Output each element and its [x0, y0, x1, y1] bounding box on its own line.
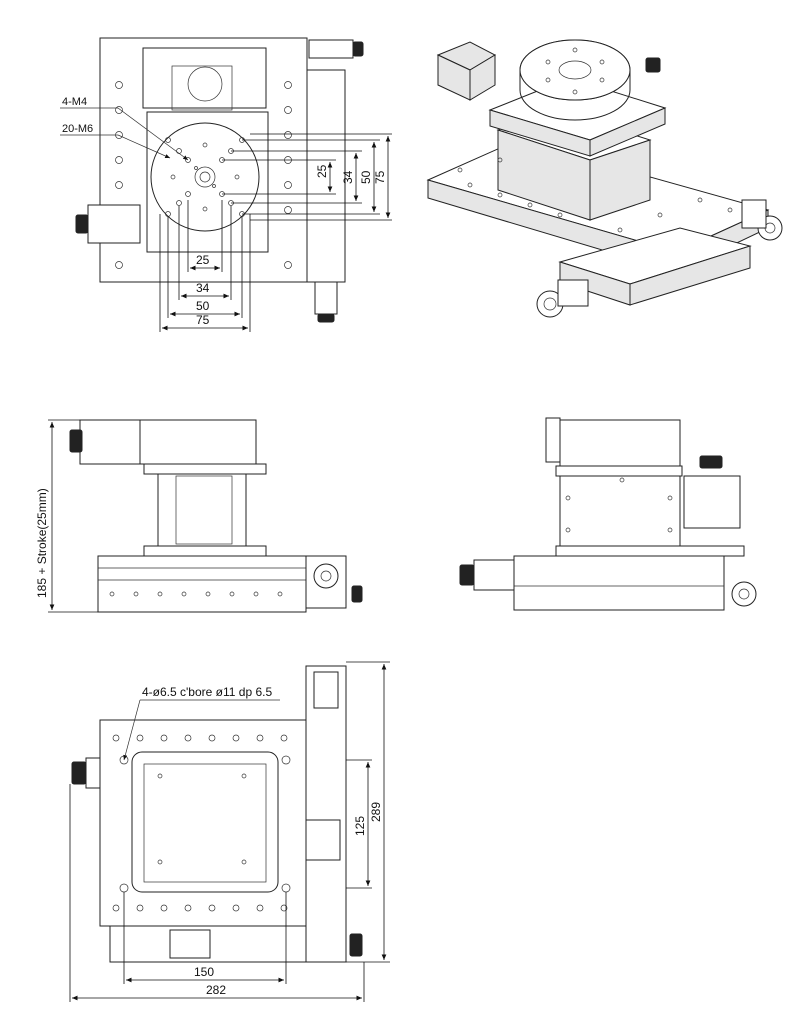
dim-150: 150: [194, 965, 214, 979]
dim-h-25: 25: [196, 253, 210, 267]
dim-125: 125: [353, 816, 367, 836]
dim-v-75: 75: [373, 170, 387, 184]
side-view-motor: [683, 475, 741, 529]
dim-v-34: 34: [341, 170, 355, 184]
dim-v-25: 25: [315, 164, 329, 178]
front-view-holes: [109, 591, 283, 597]
callout-4-m4: 4-M4: [62, 96, 87, 108]
dim-h-75: 75: [196, 313, 210, 327]
callout-20-m6: 20-M6: [62, 123, 93, 135]
top-view-side-rail: [306, 69, 346, 283]
top-view-motor-hole: [187, 66, 223, 102]
top-view-motor-block: [142, 47, 267, 109]
top-view-side-holes: [115, 81, 292, 269]
dim-v-50: 50: [359, 170, 373, 184]
side-view-tower: [559, 475, 681, 547]
isometric-view: [426, 39, 783, 318]
top-view: 4-M4 20-M6 25 34 50 75 25 34: [60, 37, 392, 332]
dim-282: 282: [206, 983, 226, 997]
dim-h-34: 34: [196, 281, 210, 295]
callout-counterbore: 4-ø6.5 c'bore ø11 dp 6.5: [142, 685, 272, 699]
dim-289: 289: [369, 802, 383, 822]
side-view-base-stage: [513, 555, 725, 611]
top-view-rotary-table: [150, 122, 260, 232]
top-view-vertical-dimensions: [222, 133, 392, 221]
side-view-micrometer: [731, 581, 757, 607]
top-view-micrometer-left: [87, 204, 141, 244]
front-view-rotary-head: [137, 419, 257, 465]
side-view: [459, 417, 757, 611]
top-view-micrometer-bottom: [314, 281, 338, 315]
bottom-view-side-rail: [305, 665, 347, 963]
front-view-base-stage: [97, 555, 307, 613]
iso-base-holes: [457, 157, 733, 233]
side-view-rotary-head: [559, 419, 681, 467]
front-view: 185 + Stroke(25mm): [35, 419, 363, 613]
front-view-tower: [157, 473, 247, 547]
bottom-view-recess: [131, 751, 279, 893]
dim-h-50: 50: [196, 299, 210, 313]
top-view-micrometer-top: [308, 39, 354, 59]
front-view-height-label: 185 + Stroke(25mm): [35, 488, 49, 598]
front-view-micrometer: [313, 563, 339, 589]
bottom-view: 4-ø6.5 c'bore ø11 dp 6.5 125 289 150 282: [69, 661, 390, 1002]
top-view-horizontal-dimensions: [159, 200, 251, 332]
